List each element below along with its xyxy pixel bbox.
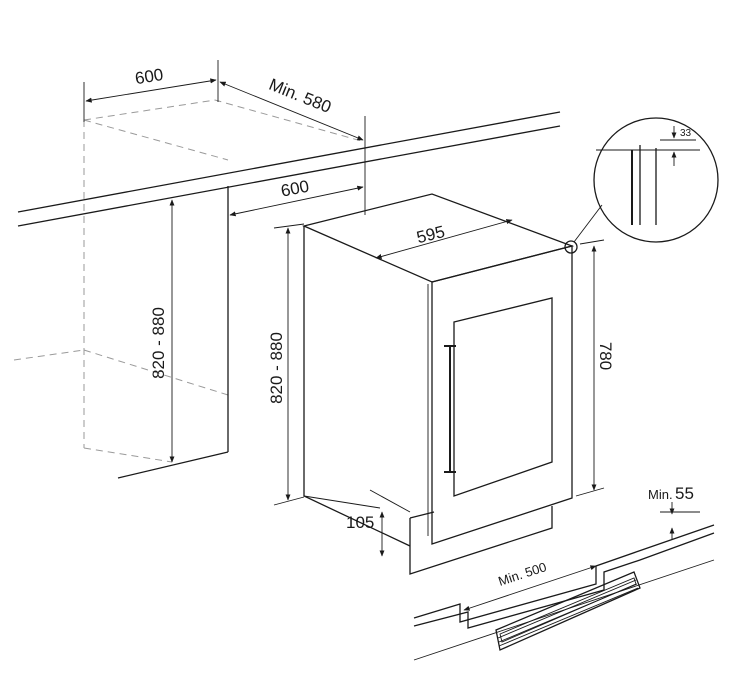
label-appliance-width: 595 [415, 222, 447, 247]
dim-appliance-width: 595 [375, 219, 513, 259]
dim-vent-height: Min. 55 [648, 484, 700, 540]
label-plinth-height: 105 [346, 513, 374, 532]
plinth-vent: Min. 500 [413, 524, 715, 661]
label-appliance-height: 780 [596, 342, 615, 370]
label-vent-height-value: 55 [675, 484, 694, 503]
label-niche-height: 820 - 880 [149, 307, 168, 379]
dim-niche-width: 600 [229, 177, 364, 217]
label-counter-depth: Min. 580 [266, 75, 334, 117]
dim-appliance-height-adjust: 820 - 880 [267, 223, 305, 506]
dim-counter-width: 600 [83, 60, 219, 122]
dim-appliance-height: 780 [575, 239, 615, 497]
wine-cooler [301, 193, 575, 575]
label-counter-width: 600 [134, 65, 165, 88]
dim-niche-height: 820 - 880 [149, 199, 175, 463]
detail-callout: 33 [564, 117, 719, 254]
label-vent-height-prefix: Min. [648, 487, 673, 502]
countertop [17, 111, 561, 479]
label-appliance-height-adjust: 820 - 880 [267, 332, 286, 404]
dim-plinth-height: 105 [346, 489, 411, 557]
door-handle [444, 345, 456, 473]
label-detail-gap: 33 [680, 128, 692, 139]
label-niche-width: 600 [279, 177, 310, 201]
niche-outline [13, 99, 366, 463]
